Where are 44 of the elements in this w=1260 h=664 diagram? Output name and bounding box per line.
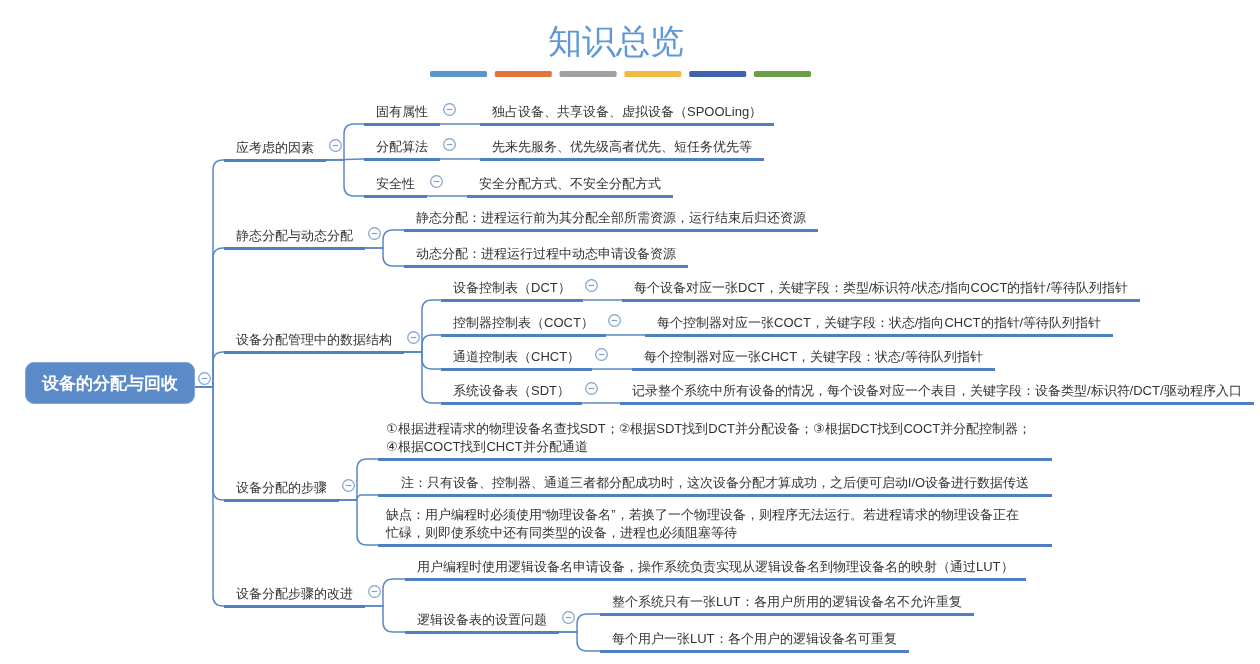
connector-line [558, 631, 601, 652]
branch-topic: 动态分配：进程运行过程中动态申请设备资源 [404, 242, 688, 268]
connector-line [364, 605, 406, 633]
branch-topic: 静态分配与动态分配 [224, 224, 365, 250]
branch-topic: 设备分配管理中的数据结构 [224, 328, 404, 354]
connector-line [426, 195, 468, 197]
connector-line [325, 159, 365, 197]
branch-topic: 用户编程时使用逻辑设备名申请设备，操作系统负责实现从逻辑设备名到物理设备名的映射（通过LUT） [405, 555, 1026, 581]
branch-topic: 每个设备对应一张DCT，关键字段：类型/标识符/状态/指向COCT的指针/等待队列指针 [622, 276, 1140, 302]
branch-topic: 分配算法 [364, 135, 440, 161]
branch-topic: 每个用户一张LUT：各个用户的逻辑设备名可重复 [600, 627, 909, 653]
branch-topic: 缺点：用户编程时必须使用“物理设备名”，若换了一个物理设备，则程序无法运行。若进程请求的物理设备正在忙碌，则即使系统中还有同类型的设备，进程也必须阻塞等待 [378, 503, 1052, 547]
branch-topic: 设备分配的步骤 [224, 476, 339, 502]
branch-topic: 先来先服务、优先级高者优先、短任务优先等 [480, 135, 764, 161]
branch-topic: 设备分配步骤的改进 [224, 582, 365, 608]
connector-line [605, 334, 646, 336]
branch-topic: 安全分配方式、不安全分配方式 [467, 172, 673, 198]
branch-topic: 系统设备表（SDT） [441, 379, 582, 405]
branch-topic: 应考虑的因素 [224, 136, 326, 162]
branch-topic: 每个控制器对应一张CHCT，关键字段：状态/等待队列指针 [632, 345, 995, 371]
connector-line [364, 247, 405, 267]
branch-topic: 固有属性 [364, 100, 440, 126]
branch-topic: 安全性 [364, 172, 427, 198]
connector-line [591, 368, 633, 370]
branch-topic: 整个系统只有一张LUT：各用户所用的逻辑设备名不允许重复 [600, 590, 974, 616]
branch-topic: 静态分配：进程运行前为其分配全部所需资源，运行结束后归还资源 [404, 206, 818, 232]
branch-topic: 注：只有设备、控制器、通道三者都分配成功时，这次设备分配才算成功，之后便可启动I/O设备进行数据传送 [378, 471, 1052, 497]
branch-topic: 逻辑设备表的设置问题 [405, 608, 559, 634]
branch-topic: 每个控制器对应一张COCT，关键字段：状态/指向CHCT的指针/等待队列指针 [645, 311, 1114, 337]
branch-topic: 设备控制表（DCT） [441, 276, 583, 302]
branch-topic: ①根据进程请求的物理设备名查找SDT；②根据SDT找到DCT并分配设备；③根据DCT找到COCT并分配控制器；④根据COCT找到CHCT并分配通道 [378, 417, 1052, 461]
branch-topic: 记录整个系统中所有设备的情况，每个设备对应一个表目，关键字段：设备类型/标识符/DCT/驱动程序入口 [620, 379, 1254, 405]
connector-line [194, 386, 225, 607]
root-topic-box: 设备的分配与回收 [25, 362, 195, 404]
connector-line [338, 499, 379, 546]
connector-line [581, 402, 621, 404]
branch-topic: 控制器控制表（COCT） [441, 311, 606, 337]
title: 知识总览 [548, 21, 684, 62]
connector-line [439, 158, 481, 160]
branch-topic: 通道控制表（CHCT） [441, 345, 593, 371]
connector-line [439, 123, 481, 125]
connector-line [581, 299, 623, 301]
connector-line [403, 351, 442, 404]
branch-topic: 独占设备、共享设备、虚拟设备（SPOOLing） [480, 100, 775, 126]
